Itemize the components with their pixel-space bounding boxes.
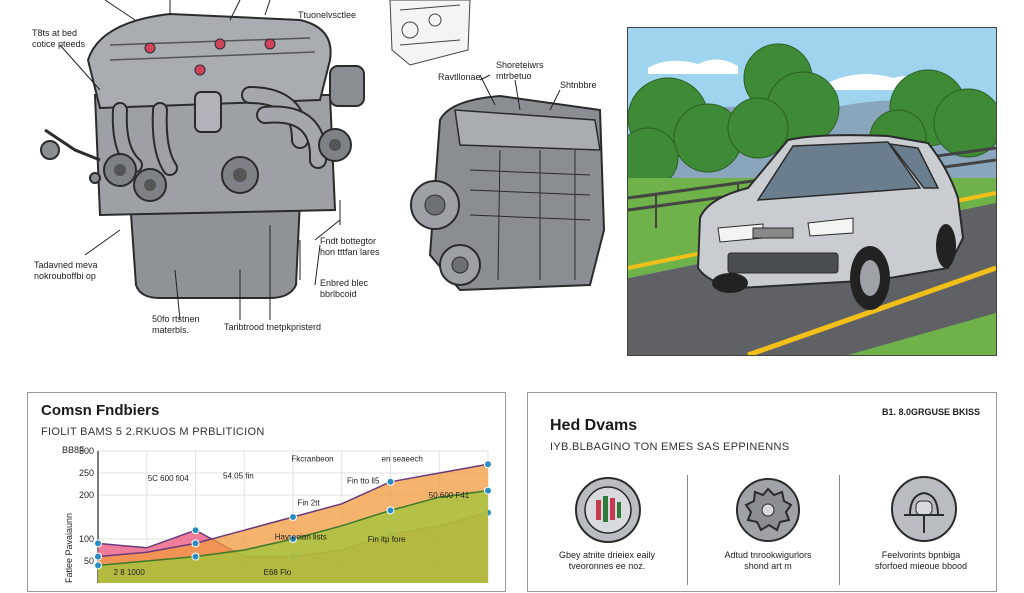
engine-small-callout-top: Ttuonelvsctlee	[298, 10, 357, 20]
engine-large-callout-right-upper: Fndt bottegtor hon tttfan lares	[320, 236, 380, 257]
y-tick-label: 300	[79, 446, 94, 456]
y-tick-label: 100	[79, 534, 94, 544]
engine-large-callout-bottom-mid: Taribtrood tnetpkpristerd	[224, 322, 322, 332]
icons-panel-subtitle: IYB.BLBAGINO TON EMES SAS EPPINENNS	[550, 441, 790, 453]
gear-icon	[735, 477, 801, 543]
series-point	[94, 539, 102, 548]
series-point	[94, 561, 102, 570]
gauge-icon	[574, 476, 642, 544]
oil-sensor-icon	[890, 475, 958, 543]
car-photo	[627, 27, 997, 356]
engine-large-icon	[40, 0, 365, 321]
engine-small-callout-right: Shtnbbre	[560, 80, 597, 90]
chart-annotation: en seaeech	[382, 454, 423, 463]
y-tick-label: 50	[84, 556, 94, 566]
chart-panel-title: Comsn Fndbiers	[41, 402, 160, 419]
chart-annotation: 5C 600 fi04	[148, 474, 189, 483]
icons-panel-title: Hed Dvams	[550, 417, 638, 434]
series-point	[191, 526, 200, 535]
engine-large-callout-mid-left: Tadavned meva nokrouboffbi op	[34, 260, 98, 281]
engine-small-callout-left: Ravtllonae	[438, 72, 481, 82]
engine-small-icon	[389, 0, 606, 292]
chart-annotation: Fin 2tt	[297, 498, 320, 507]
chart-annotation: Havrecian lists	[275, 533, 327, 542]
series-point	[289, 513, 297, 521]
y-tick-label: 250	[79, 468, 94, 478]
y-unit-label: BB8F	[62, 445, 85, 455]
series-point	[386, 506, 395, 515]
chart-annotation: Fkcranbeon	[291, 454, 333, 463]
series-point	[484, 460, 492, 469]
icons-panel: Hed Dvams IYB.BLBAGINO TON EMES SAS EPPI…	[527, 392, 997, 592]
engine-large-callout-bottom-left: 50fo rtstnen materbls.	[152, 314, 200, 335]
chart-annotation: 2 8 1000	[114, 568, 146, 577]
engine-small-callout-top-right: Shoreteiwrs mtrbetuo	[496, 60, 544, 81]
series-point	[386, 477, 395, 486]
sedan-on-road-icon	[628, 28, 996, 355]
chart-panel-subtitle: FIOLIT BAMS 5 2.RKUOS M PRBLITICION	[41, 426, 265, 438]
engine-large-callout-right-lower: Enbred blec bbrlbcoid	[320, 278, 369, 299]
chart-annotation: 50 600 F41	[429, 491, 470, 500]
chart-panel: Comsn Fndbiers FIOLIT BAMS 5 2.RKUOS M P…	[27, 392, 506, 592]
icons-panel-tag: B1. 8.0GRGUSE BKISS	[881, 407, 980, 417]
gear-caption: Adtud tnrookwigurlors shond art m	[724, 550, 812, 571]
y-axis-title: Fatlee Pavaiaunn	[64, 513, 74, 583]
engine-large-illustration	[0, 0, 410, 340]
y-tick-label: 200	[79, 490, 94, 500]
chart-annotation: Fin itp fore	[368, 535, 406, 544]
series-point	[484, 486, 492, 495]
series-point	[191, 539, 200, 548]
series-point	[289, 535, 297, 543]
chart-annotation: 54.05 fin	[223, 472, 254, 481]
engine-small-illustration	[380, 0, 620, 310]
series-point	[94, 552, 102, 561]
chart-annotation: Fin tto ll5	[347, 476, 380, 485]
oil-sensor-caption: Feelvorints bpnbiga sforfoed mieoue bboo…	[874, 550, 968, 571]
chart-annotation: E68 Flo	[264, 568, 292, 577]
series-point	[191, 552, 200, 561]
area-chart: 300 250 200 100 50 BB8F Fatlee Pavaiaunn Fkcran…	[62, 445, 492, 583]
engine-large-callout-top-left: T8ts at bed cotice pteeds	[32, 28, 86, 49]
gauge-caption: Gbey atnite drieiex eaily tveoronnes ee …	[558, 550, 656, 571]
